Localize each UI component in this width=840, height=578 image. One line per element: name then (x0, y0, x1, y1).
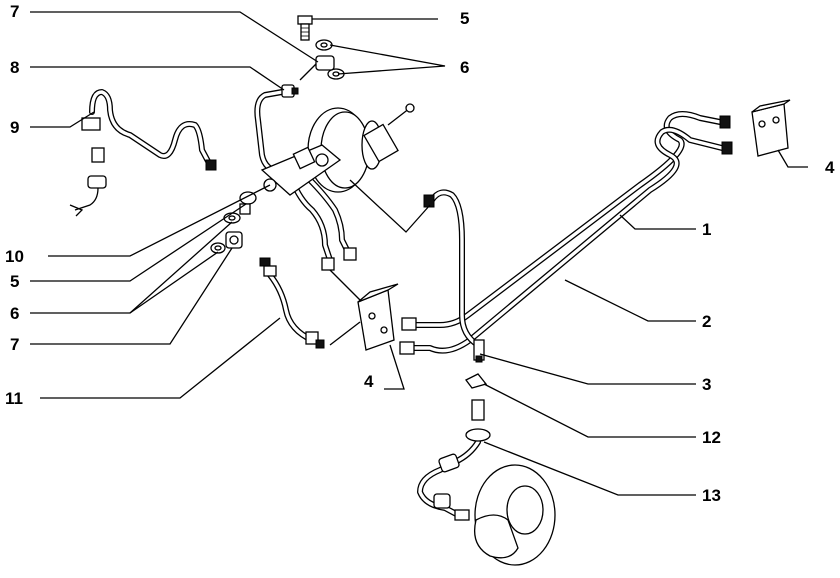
callout-7-left: 7 (10, 335, 19, 354)
clip-12 (465, 373, 488, 389)
callout-11: 11 (5, 389, 23, 408)
callout-1: 1 (702, 220, 711, 239)
callout-4-center: 4 (364, 372, 374, 391)
hose-end-fittings-11 (259, 257, 325, 349)
banjo-union-7-left (225, 231, 243, 249)
callout-6-left: 6 (10, 304, 19, 323)
junction-block-4-right (751, 99, 791, 157)
brake-pipe-1 (412, 111, 723, 328)
brake-pipe-master-left-b (305, 175, 351, 255)
brake-hose-11 (267, 272, 315, 343)
callout-12: 12 (702, 428, 721, 447)
brake-pipe-master-left-a (289, 177, 333, 263)
union-8 (281, 84, 299, 98)
washer-6-top (315, 39, 345, 80)
callout-3: 3 (702, 375, 711, 394)
callout-8: 8 (10, 58, 19, 77)
banjo-bolt-5-left (239, 191, 257, 215)
callout-9: 9 (10, 118, 19, 137)
callout-labels: 1 2 3 4 4 5 5 6 6 7 7 8 9 10 11 12 13 (5, 2, 835, 505)
hose-union-13 (433, 399, 491, 521)
brake-pipe-master-right (429, 189, 481, 348)
pipe-end-fittings (321, 115, 733, 355)
bracket-9 (69, 117, 217, 217)
brake-disc (473, 464, 556, 566)
callout-5-left: 5 (10, 272, 19, 291)
junction-block-4-center (357, 283, 399, 351)
callout-4-right: 4 (825, 158, 835, 177)
brake-hose-13 (417, 439, 481, 519)
union-3 (473, 339, 485, 363)
brake-pipes (89, 89, 725, 519)
master-cylinder (260, 144, 342, 196)
brake-pipe-8 (254, 89, 285, 175)
banjo-union-7-top (299, 55, 335, 81)
callout-7-top: 7 (10, 2, 19, 21)
callout-5-top: 5 (460, 9, 469, 28)
callout-6-top: 6 (460, 58, 469, 77)
brake-pipe-9 (89, 89, 213, 168)
brake-pipe-2 (409, 126, 725, 354)
callout-10: 10 (5, 247, 24, 266)
callout-2: 2 (702, 312, 711, 331)
leader-lines (30, 11, 808, 496)
banjo-bolt-5-top (297, 15, 313, 41)
callout-13: 13 (702, 486, 721, 505)
